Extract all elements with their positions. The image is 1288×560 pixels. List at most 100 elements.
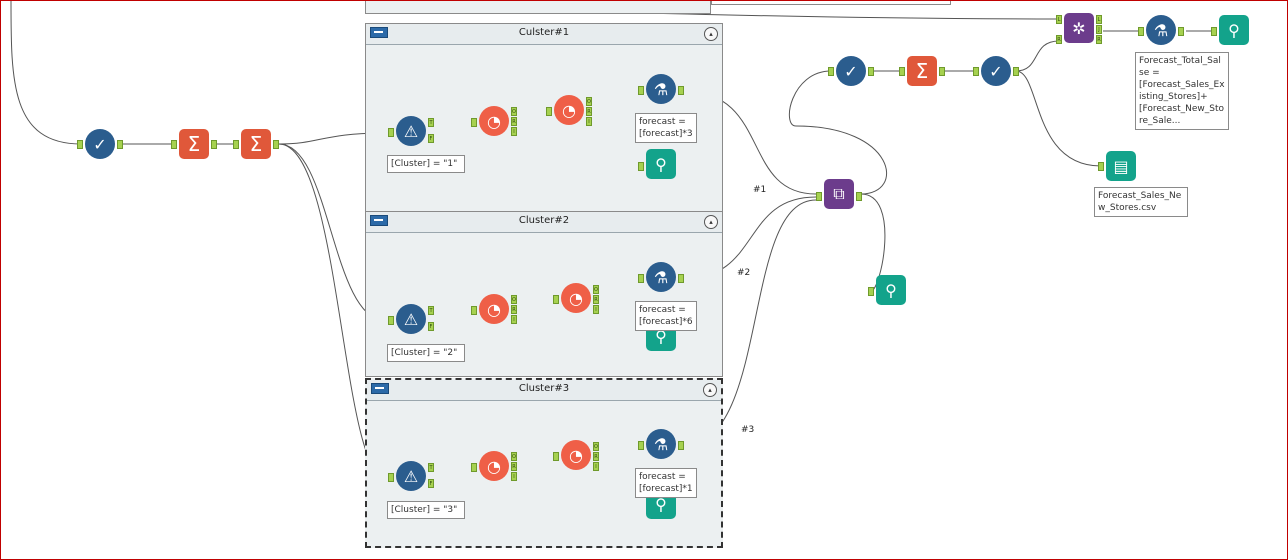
score-tool[interactable]: ◔ (479, 451, 509, 481)
input-anchor[interactable] (471, 118, 477, 127)
score-tool[interactable]: ◔ (479, 106, 509, 136)
i-anchor[interactable]: I (586, 117, 592, 126)
select-tool[interactable]: ✓ (85, 129, 115, 159)
input-anchor[interactable] (638, 162, 644, 171)
filter-tool[interactable]: ⚠ (396, 116, 426, 146)
r-anchor[interactable]: R (593, 295, 599, 304)
formula-tool[interactable]: ⚗ (1146, 15, 1176, 45)
input-anchor[interactable] (816, 192, 822, 201)
r-output-anchor[interactable]: R (1096, 35, 1102, 44)
input-anchor[interactable] (171, 140, 177, 149)
join-tool[interactable]: ✲ (1064, 13, 1094, 43)
r-anchor[interactable]: R (593, 452, 599, 461)
input-anchor[interactable] (868, 287, 874, 296)
output-anchor[interactable] (1013, 67, 1019, 76)
o-anchor[interactable]: O (593, 442, 599, 451)
o-anchor[interactable]: O (586, 97, 592, 106)
collapse-button[interactable]: ▴ (703, 383, 717, 397)
output-data-tool[interactable]: ▤ (1106, 151, 1136, 181)
summarize-tool[interactable]: Σ (179, 129, 209, 159)
input-anchor[interactable] (546, 107, 552, 116)
input-anchor[interactable] (1211, 27, 1217, 36)
input-anchor[interactable] (77, 140, 83, 149)
output-anchor[interactable] (678, 86, 684, 95)
o-anchor[interactable]: O (593, 285, 599, 294)
summarize-tool[interactable]: Σ (241, 129, 271, 159)
filter-tool[interactable]: ⚠ (396, 304, 426, 334)
browse-tool[interactable]: ⚲ (876, 275, 906, 305)
false-anchor[interactable]: F (428, 322, 434, 331)
i-anchor[interactable]: I (511, 127, 517, 136)
i-anchor[interactable]: I (511, 315, 517, 324)
score-tool[interactable]: ◔ (554, 95, 584, 125)
output-anchor[interactable] (273, 140, 279, 149)
score-tool[interactable]: ◔ (561, 283, 591, 313)
filter-tool[interactable]: ⚠ (396, 461, 426, 491)
browse-tool[interactable]: ⚲ (1219, 15, 1249, 45)
score-icon: ◔ (487, 299, 501, 319)
output-anchor[interactable] (678, 441, 684, 450)
forecast-total-line: se = (1139, 68, 1160, 78)
false-anchor[interactable]: F (428, 134, 434, 143)
o-anchor[interactable]: O (511, 452, 517, 461)
i-anchor[interactable]: I (511, 472, 517, 481)
cluster3-header[interactable]: Cluster#3 ▴ (367, 380, 721, 401)
input-anchor[interactable] (973, 67, 979, 76)
input-anchor[interactable] (1138, 27, 1144, 36)
input-anchor[interactable] (471, 463, 477, 472)
input-anchor[interactable] (388, 473, 394, 482)
formula-tool[interactable]: ⚗ (646, 74, 676, 104)
input-anchor[interactable] (233, 140, 239, 149)
formula-tool[interactable]: ⚗ (646, 429, 676, 459)
i-anchor[interactable]: I (593, 305, 599, 314)
score-tool[interactable]: ◔ (561, 440, 591, 470)
score-tool[interactable]: ◔ (479, 294, 509, 324)
select-tool[interactable]: ✓ (981, 56, 1011, 86)
select-tool[interactable]: ✓ (836, 56, 866, 86)
browse-tool[interactable]: ⚲ (646, 149, 676, 179)
collapse-button[interactable]: ▴ (704, 215, 718, 229)
cluster3-container[interactable]: Cluster#3 ▴ (365, 378, 723, 548)
input-anchor[interactable] (638, 274, 644, 283)
r-anchor[interactable]: R (586, 107, 592, 116)
r-anchor[interactable]: R (511, 462, 517, 471)
cluster1-header[interactable]: Culster#1 ▴ (366, 24, 722, 45)
output-anchor[interactable] (211, 140, 217, 149)
r-anchor[interactable]: R (511, 117, 517, 126)
true-anchor[interactable]: T (428, 306, 434, 315)
cluster2-header[interactable]: Cluster#2 ▴ (366, 212, 722, 233)
output-anchor[interactable] (868, 67, 874, 76)
formula-tool[interactable]: ⚗ (646, 262, 676, 292)
left-anchor[interactable]: L (1056, 15, 1062, 24)
i-anchor[interactable]: I (593, 462, 599, 471)
r-anchor[interactable]: R (511, 305, 517, 314)
collapse-button[interactable]: ▴ (704, 27, 718, 41)
output-anchor[interactable] (678, 274, 684, 283)
summarize-tool[interactable]: Σ (907, 56, 937, 86)
input-anchor[interactable] (828, 67, 834, 76)
input-anchor[interactable] (638, 86, 644, 95)
right-anchor[interactable]: R (1056, 35, 1062, 44)
l-output-anchor[interactable]: L (1096, 15, 1102, 24)
input-anchor[interactable] (638, 441, 644, 450)
union-tool[interactable]: ⧉ (824, 179, 854, 209)
input-anchor[interactable] (1098, 162, 1104, 171)
j-output-anchor[interactable]: J (1096, 25, 1102, 34)
output-anchor[interactable] (1178, 27, 1184, 36)
input-anchor[interactable] (553, 295, 559, 304)
input-anchor[interactable] (899, 67, 905, 76)
true-anchor[interactable]: T (428, 463, 434, 472)
input-anchor[interactable] (388, 316, 394, 325)
output-anchor[interactable] (856, 192, 862, 201)
o-anchor[interactable]: O (511, 295, 517, 304)
output-anchor[interactable] (117, 140, 123, 149)
true-anchor[interactable]: T (428, 118, 434, 127)
input-anchor[interactable] (553, 452, 559, 461)
input-anchor[interactable] (471, 306, 477, 315)
o-anchor[interactable]: O (511, 107, 517, 116)
input-anchor[interactable] (388, 128, 394, 137)
score-icon: ◔ (569, 288, 583, 308)
false-anchor[interactable]: F (428, 479, 434, 488)
output-anchor[interactable] (939, 67, 945, 76)
